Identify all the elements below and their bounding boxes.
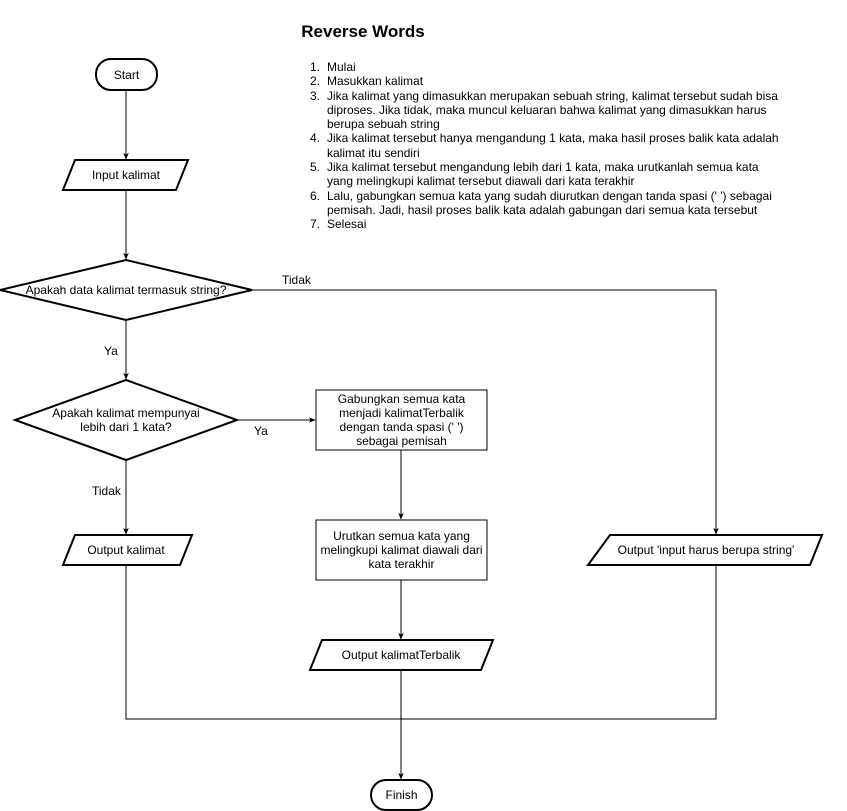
output-reversed-parallelogram (308, 639, 495, 671)
edge-label-string-yes: Ya (104, 344, 118, 358)
step-text: Jika kalimat yang dimasukkan merupakan s… (327, 88, 778, 132)
edge-label-string-no: Tidak (282, 273, 311, 287)
step-text: Jika kalimat tersebut hanya mengandung 1… (327, 131, 779, 160)
step-item: 4. Jika kalimat tersebut hanya mengandung… (310, 131, 780, 160)
step-text: Masukkan kalimat (327, 74, 424, 89)
step-number: 6. (310, 188, 321, 203)
input-parallelogram (61, 159, 190, 191)
join-words-label: Gabungkan semua kata menjadi kalimatTerb… (337, 392, 466, 448)
output-kalimat-label: Output kalimat (87, 543, 165, 557)
step-number: 7. (310, 217, 321, 232)
step-item: 5. Jika kalimat tersebut mengandung lebih… (310, 160, 780, 189)
step-item: 1. Mulai (310, 60, 780, 74)
finish-terminator (370, 779, 433, 811)
step-text: Jika kalimat tersebut mengandung lebih d… (327, 160, 759, 189)
step-number: 2. (310, 74, 321, 89)
output-reversed-label: Output kalimatTerbalik (341, 648, 461, 662)
edge-string-no (252, 289, 719, 535)
edge-label-words-no: Tidak (92, 484, 121, 498)
input-label: Input kalimat (91, 168, 161, 182)
step-text: Mulai (327, 60, 356, 74)
step-number: 1. (310, 60, 321, 74)
step-item: 3. Jika kalimat yang dimasukkan merupakan… (310, 89, 780, 132)
sort-words-process (315, 519, 488, 581)
diagram-title: Reverse Words (301, 22, 425, 41)
edge-output-error-merge (401, 565, 717, 720)
algorithm-steps: 1. Mulai 2. Masukkan kalimat 3. Jika kalima… (310, 60, 780, 232)
join-words-process (315, 389, 488, 451)
step-item: 7. Selesai (310, 217, 780, 231)
decision-string-label: Apakah data kalimat termasuk string? (25, 283, 227, 297)
output-error-parallelogram (586, 534, 824, 566)
edge-label-words-yes: Ya (254, 424, 268, 438)
output-kalimat-parallelogram (61, 534, 194, 566)
step-number: 4. (310, 131, 321, 146)
edge-output-kalimat-merge (125, 565, 401, 720)
decision-words-label: Apakah kalimat mempunyai lebih dari 1 ka… (52, 406, 200, 434)
sort-words-label: Urutkan semua kata yang melingkupi kalim… (320, 529, 483, 571)
step-number: 5. (310, 160, 321, 175)
start-label: Start (113, 68, 140, 82)
output-error-label: Output 'input harus berupa string' (617, 543, 795, 557)
step-item: 6. Lalu, gabungkan semua kata yang sudah … (310, 189, 780, 218)
step-number: 3. (310, 88, 321, 103)
step-text: Lalu, gabungkan semua kata yang sudah di… (327, 188, 772, 217)
step-item: 2. Masukkan kalimat (310, 74, 780, 88)
step-text: Selesai (327, 217, 367, 232)
finish-label: Finish (385, 788, 418, 802)
